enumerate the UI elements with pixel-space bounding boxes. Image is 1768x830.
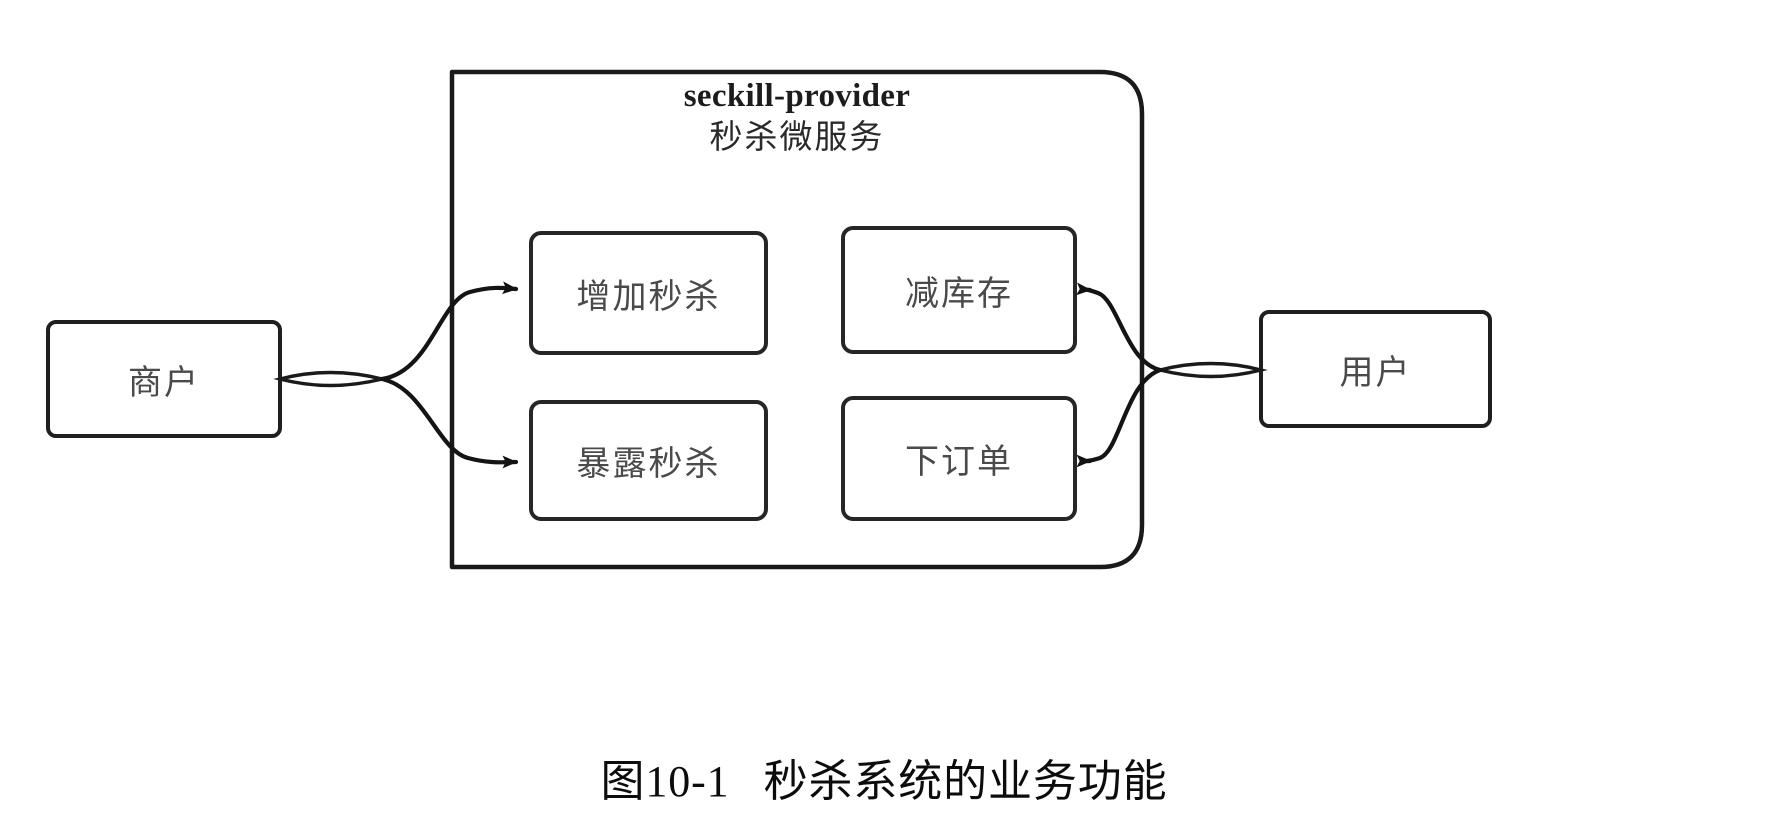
user-fanout-connector <box>1159 361 1268 379</box>
edge-user-to-reduce-stock[interactable] <box>1076 282 1163 373</box>
actor-box-user <box>1259 310 1492 428</box>
service-box-add-seckill <box>529 231 768 355</box>
seckill-provider-container <box>449 69 1145 570</box>
edge-user-to-place-order[interactable] <box>1076 367 1163 468</box>
service-box-reduce-stock <box>841 226 1077 354</box>
merchant-fanout-connector <box>273 370 383 388</box>
actor-box-merchant <box>46 320 282 438</box>
edge-merchant-to-add-seckill[interactable] <box>379 281 519 382</box>
service-box-place-order <box>841 396 1077 521</box>
service-box-expose-seckill <box>529 400 768 521</box>
edge-merchant-to-expose-seckill[interactable] <box>379 376 519 469</box>
